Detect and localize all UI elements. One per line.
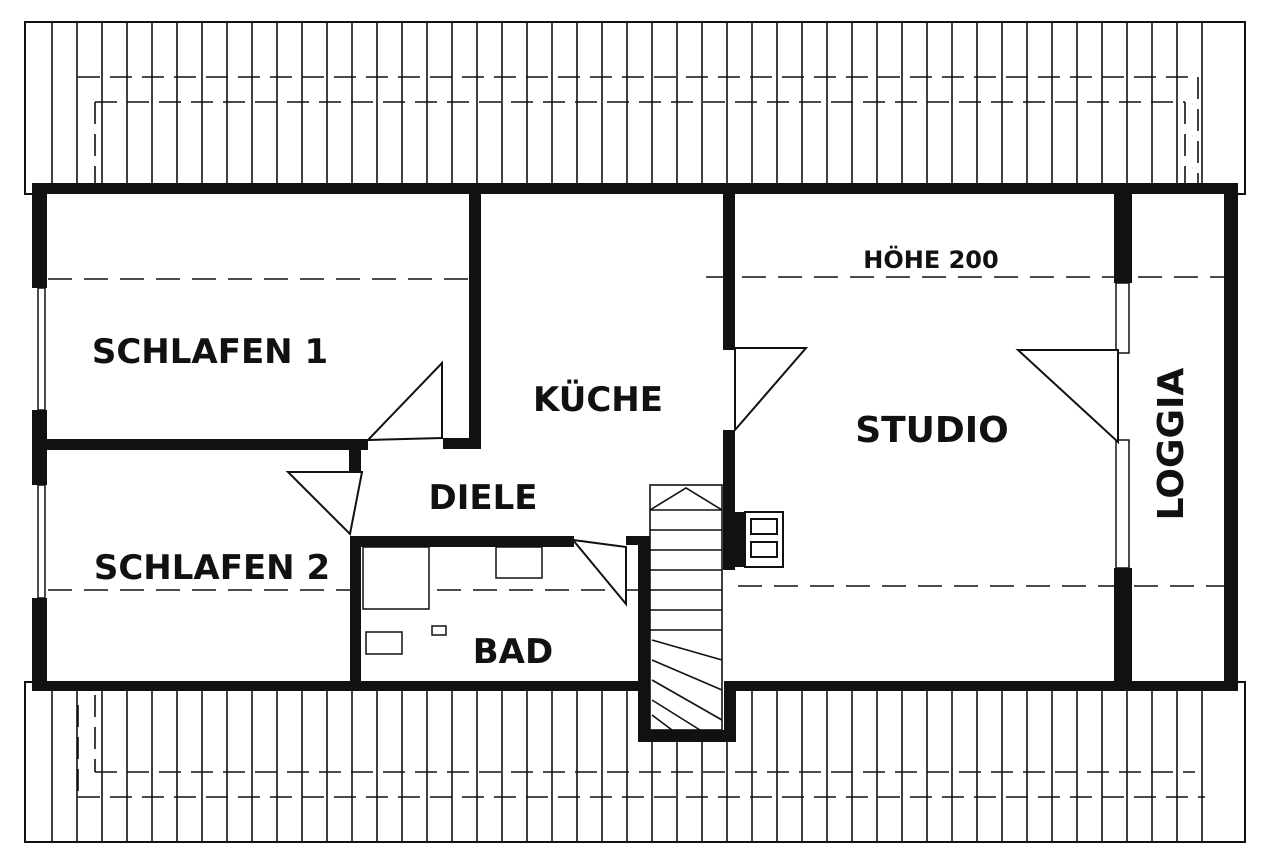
roof-top bbox=[24, 21, 1246, 195]
windows bbox=[37, 282, 1130, 599]
chimney bbox=[744, 511, 784, 568]
floor-area bbox=[38, 189, 1232, 686]
staircase bbox=[649, 484, 723, 731]
room-label-loggia: LOGGIA bbox=[1151, 368, 1192, 521]
room-label-bad: BAD bbox=[473, 632, 553, 672]
bath-fixtures bbox=[362, 546, 543, 655]
room-label-diele: DIELE bbox=[429, 478, 538, 518]
room-label-kueche: KÜCHE bbox=[533, 379, 663, 420]
room-label-schlafen-1: SCHLAFEN 1 bbox=[92, 332, 328, 372]
roof-bottom bbox=[24, 681, 1246, 843]
height-note: HÖHE 200 bbox=[863, 244, 998, 274]
walls bbox=[32, 183, 1238, 742]
door-swings bbox=[285, 347, 1119, 607]
room-label-schlafen-2: SCHLAFEN 2 bbox=[94, 548, 330, 588]
room-label-studio: STUDIO bbox=[855, 410, 1009, 451]
